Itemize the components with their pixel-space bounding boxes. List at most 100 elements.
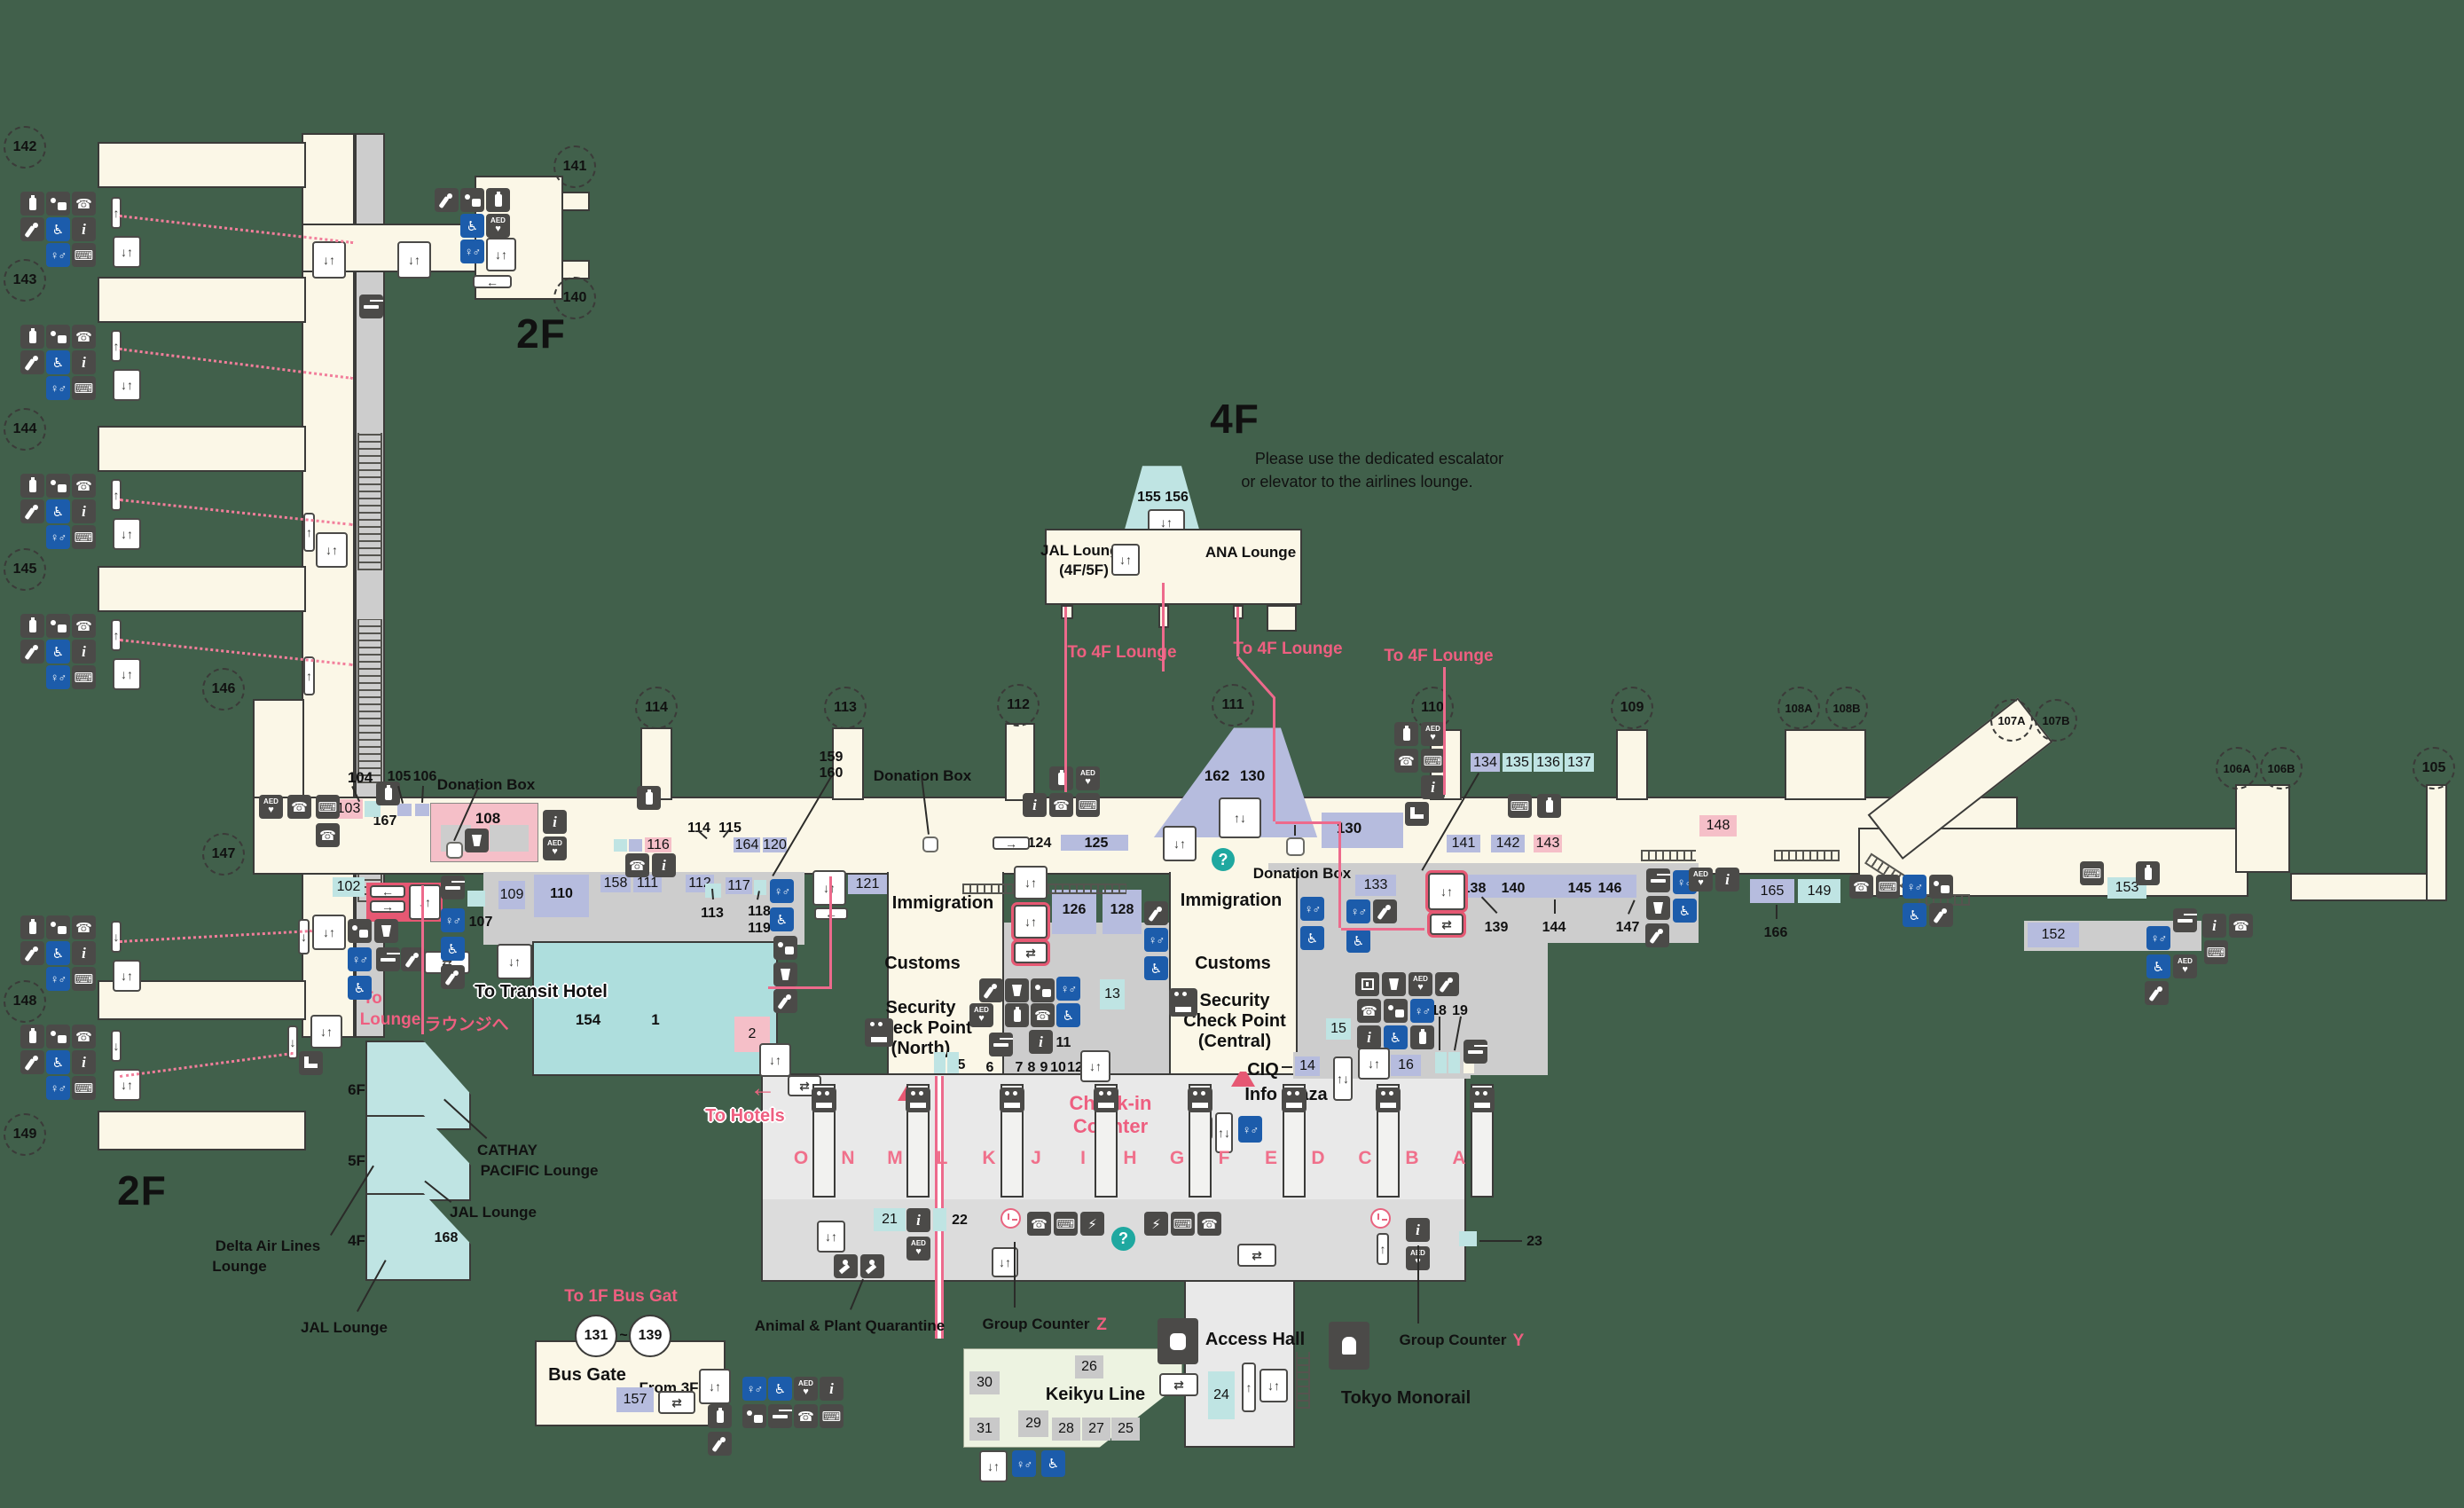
- label-23: 23: [1526, 1234, 1542, 1249]
- label-to-4f-lounge: To 4F Lounge: [1384, 647, 1494, 665]
- label-to-transit-hotel: To Transit Hotel: [475, 982, 608, 1001]
- wheelchair-icon: ♿: [441, 937, 465, 961]
- label-ana-lounge: ANA Lounge: [1205, 544, 1297, 561]
- information-icon: i: [906, 1208, 930, 1232]
- lounge-block-4f: [1045, 529, 1302, 605]
- toilet-icon: ♀♂: [1903, 875, 1926, 899]
- label-4f-5f: (4F/5F): [1059, 562, 1109, 578]
- internet-pc-icon: ⌨: [1508, 794, 1532, 818]
- toilet-icon: ♀♂: [2146, 926, 2170, 950]
- water-bottle-icon: [1049, 766, 1073, 790]
- map-cell: [947, 1052, 959, 1073]
- room-chip-135: 135: [1503, 753, 1532, 772]
- wheelchair-icon: ♿: [1056, 1003, 1080, 1027]
- label-group-counter: Group Counter: [1399, 1331, 1507, 1348]
- room-chip-136: 136: [1534, 753, 1563, 772]
- wheelchair-icon: ♿: [1903, 903, 1926, 927]
- label-154: 154: [575, 1011, 601, 1028]
- information-icon: i: [72, 1050, 96, 1074]
- gate-141-stub: [561, 192, 590, 211]
- moving-walkway: [357, 433, 382, 570]
- elevator-icon: ↓↑: [1358, 1048, 1390, 1080]
- label-1: 1: [651, 1011, 660, 1028]
- leader-line: [1282, 1066, 1292, 1068]
- elevator-icon: ↓↑: [497, 944, 532, 979]
- security-desk-icon: [1094, 1088, 1118, 1112]
- gate-circle-108b: 108B: [1825, 687, 1868, 729]
- toilet-icon: ♀♂: [1144, 928, 1168, 952]
- leader-line: [850, 1279, 864, 1310]
- checkin-row-a: A: [1452, 1148, 1466, 1168]
- elevator-icon: ↓↑: [979, 1450, 1008, 1482]
- escalator-arrows-icon: ⇄: [1159, 1373, 1198, 1396]
- gate-circle-112: 112: [997, 684, 1040, 727]
- room-chip-143: 143: [1534, 835, 1562, 852]
- elevator-icon: ↓↑: [1111, 544, 1140, 576]
- label-5f: 5F: [348, 1152, 365, 1169]
- security-desk-icon: [812, 1088, 836, 1112]
- baby-room-icon: [1031, 978, 1055, 1002]
- phone-icon: ☎: [72, 325, 96, 349]
- label-118: 118: [748, 904, 771, 919]
- rest-area-icon: [1405, 802, 1429, 826]
- route-line: [1273, 697, 1275, 821]
- water-bottle-icon: [708, 1404, 732, 1428]
- walkway-down-icon: ↓: [111, 921, 122, 953]
- smoking-room-icon: [441, 876, 465, 899]
- gate-circle-106b: 106B: [2260, 747, 2303, 789]
- room-chip-158: 158: [600, 875, 631, 892]
- room-128: [1103, 890, 1142, 934]
- vending-icon: [1005, 978, 1029, 1002]
- stem-112: [1005, 723, 1035, 801]
- elevator-icon: ↓↑: [1428, 873, 1465, 910]
- connector-106-105: [2290, 873, 2430, 901]
- satellite-lower-link: [253, 699, 304, 805]
- checkin-row-m: M: [887, 1148, 903, 1168]
- toilet-icon: ♀♂: [742, 1377, 766, 1401]
- toilet-icon: ♀♂: [441, 908, 465, 932]
- map-cell: [1448, 1052, 1460, 1073]
- security-desk-icon: [1376, 1088, 1401, 1112]
- label-139: 139: [1484, 920, 1509, 935]
- label-167: 167: [373, 813, 397, 829]
- walkway-up-icon: ↑: [303, 513, 315, 552]
- smoking-room-icon: [2173, 908, 2197, 932]
- internet-pc-icon: ⌨: [2080, 861, 2104, 885]
- label-155-156: 155 156: [1137, 490, 1189, 505]
- gate-circle-144: 144: [4, 408, 46, 451]
- stem-113: [832, 727, 864, 800]
- wheelchair-icon: ♿: [460, 214, 484, 238]
- label-108: 108: [475, 810, 501, 827]
- label-to-4f-lounge: To 4F Lounge: [1067, 643, 1177, 662]
- smoking-room-icon: [359, 295, 383, 318]
- wheelchair-icon: ♿: [1041, 1450, 1065, 1477]
- room-chip-141: 141: [1447, 835, 1480, 852]
- floor-label-4f: 4F: [1210, 396, 1259, 442]
- baby-room-icon: [46, 1025, 70, 1049]
- label-6: 6: [985, 1060, 994, 1075]
- label-115: 115: [718, 821, 742, 836]
- label-9: 9: [1040, 1060, 1048, 1075]
- smoking-room-icon: [768, 1404, 792, 1428]
- elevator-icon: ↓↑: [817, 1221, 845, 1253]
- route-line: [1236, 607, 1239, 656]
- elevator-icon: ↓↑: [397, 241, 431, 279]
- security-desk-icon: [1188, 1088, 1212, 1112]
- arrow-icon: →: [993, 836, 1030, 850]
- checkin-row-h: H: [1123, 1148, 1137, 1168]
- elevator-icon: ↓↑: [113, 960, 141, 992]
- drinking-fountain-icon: [1435, 972, 1459, 996]
- gate-stub-143: [98, 277, 306, 323]
- toilet-icon: ♀♂: [1012, 1450, 1036, 1477]
- smoking-room-icon: [1646, 868, 1670, 892]
- toilet-icon: ♀♂: [348, 947, 372, 971]
- information-icon: i: [72, 217, 96, 241]
- drinking-fountain-icon: [2145, 981, 2169, 1005]
- arrow-icon: ←: [814, 907, 848, 920]
- internet-pc-icon: ⌨: [72, 376, 96, 400]
- route-line: [829, 876, 832, 989]
- label-130: 130: [1239, 767, 1266, 784]
- drinking-fountain-icon: [20, 217, 44, 241]
- bus-gate-circle-131: 131: [575, 1315, 617, 1357]
- walkway-up-icon: ↑: [111, 330, 122, 362]
